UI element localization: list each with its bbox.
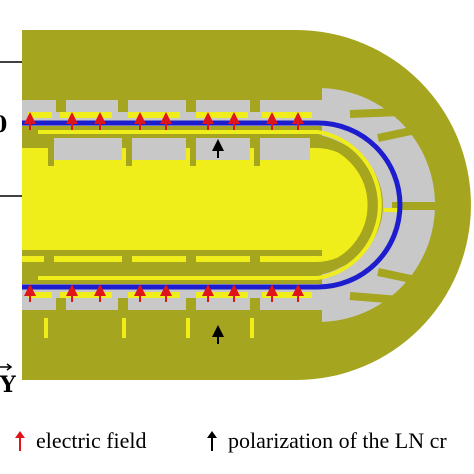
field-arrows-bottom (24, 284, 304, 302)
legend: electric field polarization of the LN cr (0, 428, 474, 462)
legend-label: polarization of the LN cr (228, 428, 447, 453)
up-arrow-icon (207, 431, 217, 451)
field-arrows-top (24, 112, 304, 130)
legend-label: electric field (36, 428, 147, 453)
bend-inner-slot (317, 135, 378, 275)
top-electrode-pads (28, 112, 312, 298)
side-ticks (0, 61, 22, 197)
up-arrow-icon (15, 431, 25, 451)
top-electrode-gaps (22, 88, 322, 166)
waveguide (22, 120, 403, 290)
axis-label: Y (0, 372, 16, 398)
axis-arrow-icon (0, 363, 13, 371)
legend-electric-field: electric field (14, 428, 147, 454)
legend-polarization: polarization of the LN cr (206, 428, 447, 454)
partial-label: 0 (0, 112, 7, 138)
inner-core (22, 148, 373, 262)
